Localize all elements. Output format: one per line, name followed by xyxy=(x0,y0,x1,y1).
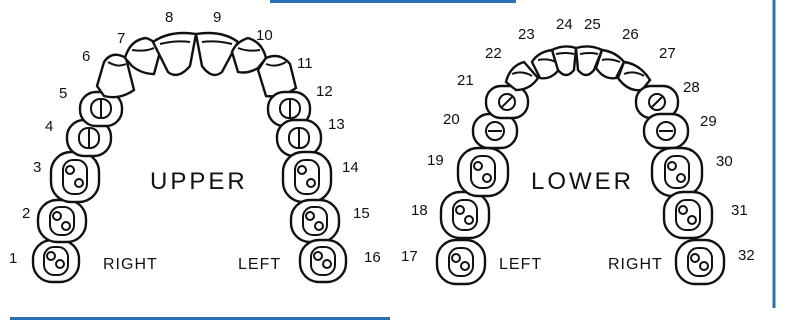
tooth-2 xyxy=(36,198,88,244)
tooth-13 xyxy=(275,118,323,158)
tooth-26 xyxy=(594,48,626,80)
tooth-number-31: 31 xyxy=(731,202,748,219)
tooth-number-13: 13 xyxy=(328,116,345,133)
upper-left-label: LEFT xyxy=(238,256,281,273)
tooth-number-26: 26 xyxy=(622,26,639,43)
lower-arch: 17 18 19 20 21 22 23 24 25 26 27 28 29 3… xyxy=(401,16,755,286)
tooth-18 xyxy=(439,190,491,240)
tooth-25 xyxy=(574,45,604,77)
tooth-21 xyxy=(484,84,530,120)
tooth-number-2: 2 xyxy=(22,205,30,222)
tooth-9 xyxy=(194,31,240,77)
tooth-number-29: 29 xyxy=(700,113,717,130)
tooth-number-25: 25 xyxy=(584,16,601,33)
tooth-16 xyxy=(298,238,348,284)
tooth-number-14: 14 xyxy=(342,159,359,176)
tooth-number-30: 30 xyxy=(716,153,733,170)
upper-title: UPPER xyxy=(150,168,248,195)
tooth-number-23: 23 xyxy=(518,26,535,43)
lower-right-label: RIGHT xyxy=(608,256,663,273)
tooth-29 xyxy=(642,112,690,150)
tooth-15 xyxy=(289,198,341,244)
tooth-number-10: 10 xyxy=(256,27,273,44)
tooth-1 xyxy=(31,238,81,284)
tooth-number-28: 28 xyxy=(683,79,700,96)
tooth-number-5: 5 xyxy=(59,85,67,102)
tooth-number-18: 18 xyxy=(411,202,428,219)
tooth-17 xyxy=(435,238,487,286)
tooth-number-32: 32 xyxy=(738,247,755,264)
tooth-32 xyxy=(674,238,726,286)
tooth-number-17: 17 xyxy=(401,248,418,265)
tooth-11 xyxy=(256,54,298,98)
tooth-14 xyxy=(281,150,333,204)
tooth-number-24: 24 xyxy=(556,16,573,33)
upper-arch: 1 2 3 4 5 6 7 8 9 10 11 12 13 14 15 16 U… xyxy=(9,9,381,284)
upper-right-label: RIGHT xyxy=(103,256,158,273)
lower-left-label: LEFT xyxy=(499,256,542,273)
tooth-number-9: 9 xyxy=(213,9,221,26)
tooth-number-22: 22 xyxy=(485,45,502,62)
tooth-number-3: 3 xyxy=(33,159,41,176)
tooth-number-4: 4 xyxy=(45,118,53,135)
tooth-number-15: 15 xyxy=(353,205,370,222)
tooth-31 xyxy=(662,190,714,240)
tooth-number-6: 6 xyxy=(82,48,90,65)
tooth-8 xyxy=(151,31,198,77)
tooth-number-16: 16 xyxy=(364,249,381,266)
tooth-3 xyxy=(49,150,101,204)
tooth-10 xyxy=(230,36,268,74)
tooth-number-12: 12 xyxy=(316,83,333,100)
tooth-19 xyxy=(456,146,510,198)
tooth-28 xyxy=(634,84,680,120)
tooth-number-7: 7 xyxy=(117,30,125,47)
tooth-30 xyxy=(650,146,704,198)
lower-title: LOWER xyxy=(531,168,634,195)
tooth-6 xyxy=(95,53,136,99)
tooth-number-19: 19 xyxy=(427,152,444,169)
tooth-number-11: 11 xyxy=(297,55,313,72)
tooth-number-27: 27 xyxy=(659,45,676,62)
tooth-number-21: 21 xyxy=(457,72,474,89)
tooth-number-8: 8 xyxy=(165,9,173,26)
tooth-24 xyxy=(550,45,578,77)
tooth-22 xyxy=(504,60,540,92)
tooth-5 xyxy=(78,90,124,128)
tooth-number-1: 1 xyxy=(9,250,17,267)
tooth-number-20: 20 xyxy=(443,111,460,128)
